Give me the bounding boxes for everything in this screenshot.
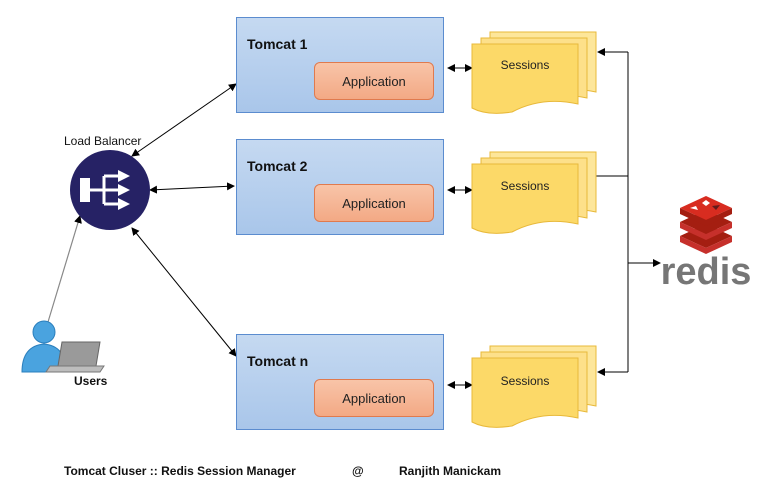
user-laptop-icon	[21, 320, 105, 373]
footer-title: Tomcat Cluser :: Redis Session Manager	[64, 464, 296, 478]
application-box: Application	[314, 184, 434, 222]
load-balancer-icon	[70, 150, 150, 230]
lb-tomcatn-connector	[131, 227, 237, 357]
redis-label: redis	[661, 251, 752, 293]
sessions-stack-1: Sessions	[471, 31, 597, 114]
tomcat-title: Tomcat n	[247, 353, 309, 369]
sessions-label-1: Sessions	[501, 58, 550, 72]
tomcat-title: Tomcat 1	[247, 36, 308, 52]
tomcat-node-2: Tomcat 2 Application	[236, 139, 444, 235]
tomcat-title: Tomcat 2	[247, 158, 308, 174]
users-label: Users	[74, 374, 108, 388]
lb-tomcat2-connector	[149, 182, 235, 194]
sessions-stack-2: Sessions	[471, 151, 597, 234]
sessions-label-2: Sessions	[501, 179, 550, 193]
footer-at: @	[352, 464, 364, 478]
lb-tomcat1-connector	[131, 83, 237, 157]
sessions-stack-3: Sessions	[471, 345, 597, 428]
sessions-label-3: Sessions	[501, 374, 550, 388]
footer-author: Ranjith Manickam	[399, 464, 502, 478]
redis-logo-icon: redis	[661, 196, 752, 293]
tomcat-node-n: Tomcat n Application	[236, 334, 444, 430]
application-box: Application	[314, 379, 434, 417]
load-balancer-label: Load Balancer	[64, 134, 142, 148]
tomcat-node-1: Tomcat 1 Application	[236, 17, 444, 113]
application-box: Application	[314, 62, 434, 100]
users-lb-connector	[47, 215, 82, 323]
redis-bus-connector	[596, 48, 661, 376]
